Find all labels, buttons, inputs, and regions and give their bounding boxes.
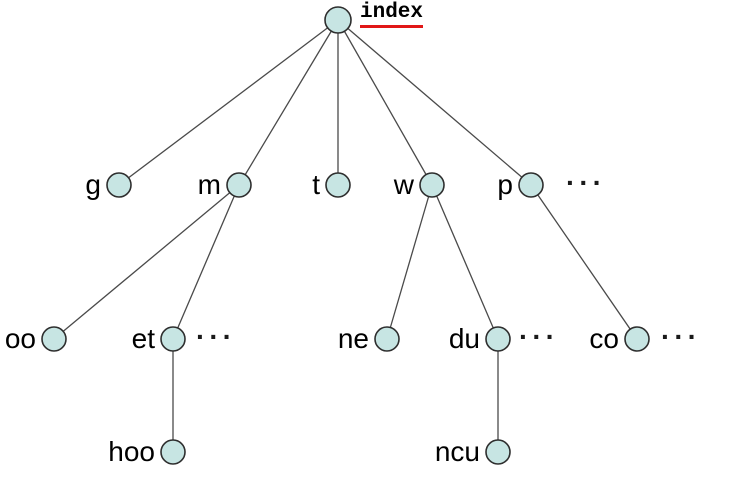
node-circle-g [106, 172, 132, 198]
node-circle-ncu [485, 439, 511, 465]
ellipsis-after-co: ··· [661, 321, 701, 352]
node-circle-co [624, 326, 650, 352]
node-circle-du [485, 326, 511, 352]
node-label-ne: ne [338, 323, 369, 354]
edge-index-w [337, 19, 433, 186]
index-root-label: index [360, 2, 424, 28]
edge-w-du [431, 184, 499, 340]
node-circle-p [518, 172, 544, 198]
node-circle-index [324, 6, 352, 34]
node-circle-hoo [160, 439, 186, 465]
ellipsis-after-p: ··· [566, 167, 606, 198]
edge-index-p [337, 19, 532, 186]
ellipsis-after-et: ··· [196, 321, 236, 352]
node-label-du: du [449, 323, 480, 354]
node-label-ncu: ncu [435, 436, 480, 467]
edge-index-m [238, 19, 339, 186]
node-label-w: w [393, 169, 415, 200]
node-label-g: g [85, 169, 101, 200]
node-circle-oo [41, 326, 67, 352]
node-label-p: p [497, 169, 513, 200]
node-label-oo: oo [5, 323, 36, 354]
edge-m-et [172, 184, 240, 340]
ellipsis-after-du: ··· [519, 321, 559, 352]
edge-m-oo [53, 184, 240, 340]
node-circle-t [325, 172, 351, 198]
node-label-t: t [312, 169, 320, 200]
node-circle-w [419, 172, 445, 198]
node-label-et: et [132, 323, 156, 354]
node-label-hoo: hoo [108, 436, 155, 467]
edge-p-co [530, 184, 638, 340]
edge-w-ne [386, 184, 433, 340]
node-circle-m [226, 172, 252, 198]
node-label-m: m [198, 169, 221, 200]
node-label-co: co [589, 323, 619, 354]
node-circle-ne [374, 326, 400, 352]
edge-index-g [118, 19, 339, 186]
node-circle-et [160, 326, 186, 352]
